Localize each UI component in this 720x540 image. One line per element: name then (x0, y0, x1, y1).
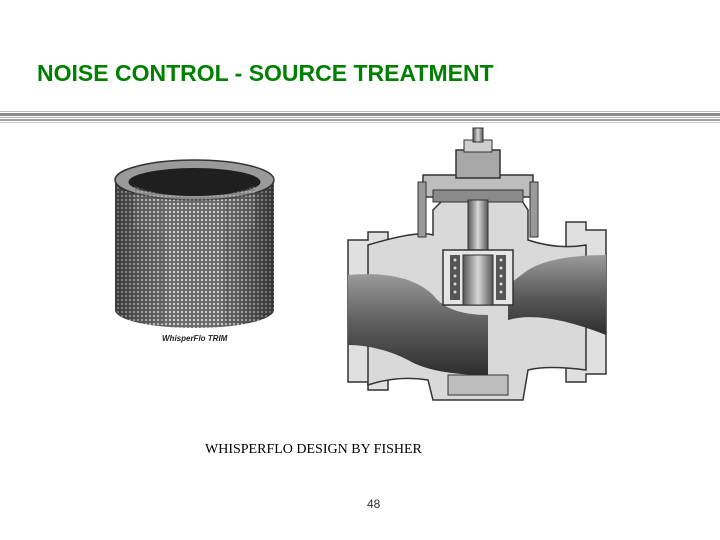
valve-cutaway-image (347, 127, 607, 401)
slide-title: NOISE CONTROL - SOURCE TREATMENT (37, 60, 494, 86)
title-divider (0, 111, 720, 123)
page-number: 48 (367, 497, 381, 511)
whisperflo-trim-image (114, 159, 275, 328)
trim-label: WhisperFlo TRIM (162, 334, 228, 343)
figure-caption: WHISPERFLO DESIGN BY FISHER (205, 442, 422, 457)
